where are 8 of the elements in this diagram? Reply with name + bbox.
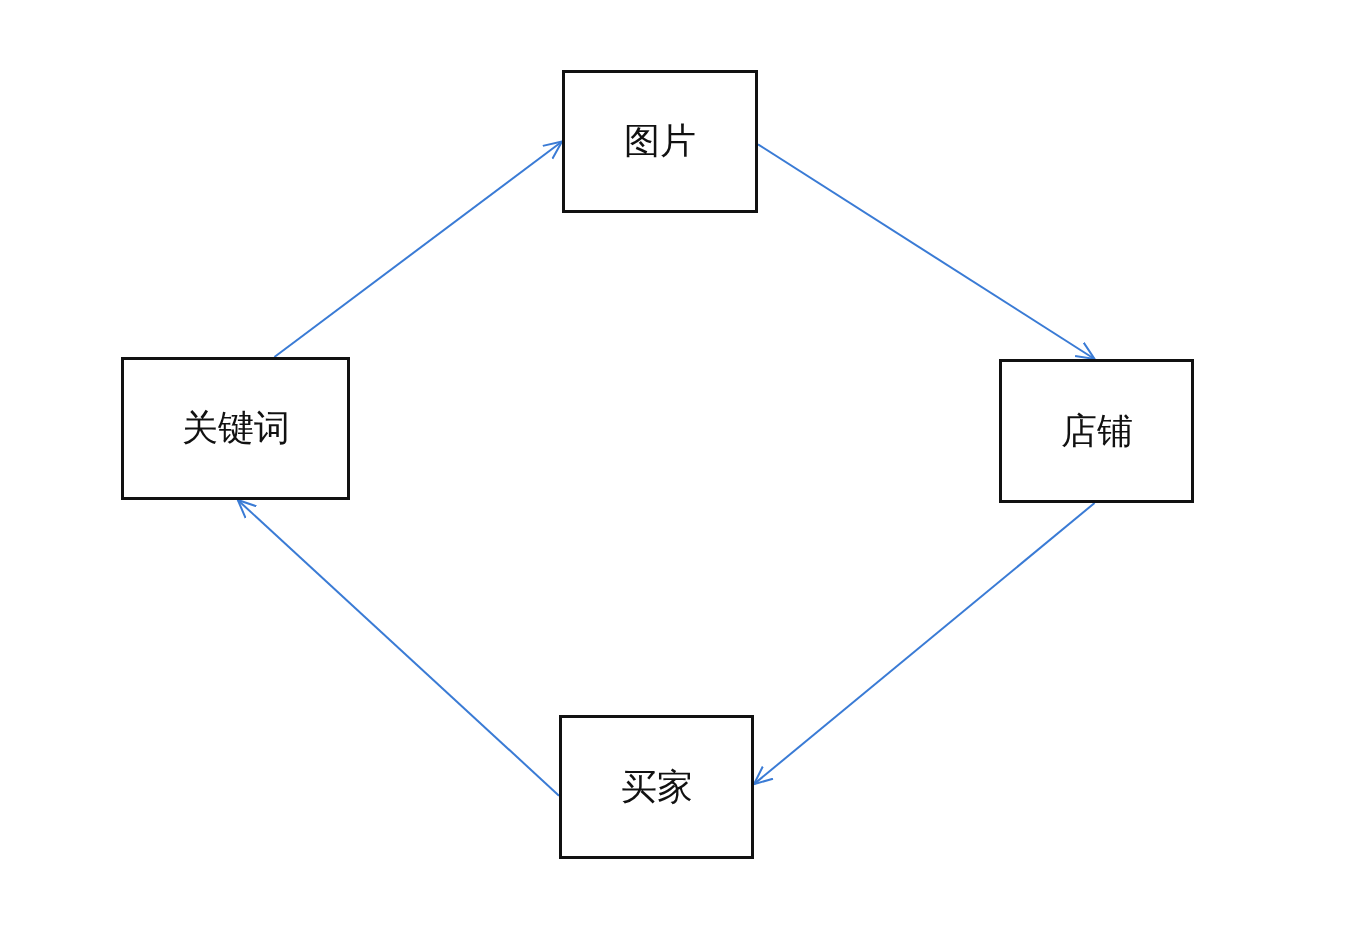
process-box: 店铺 bbox=[999, 359, 1194, 503]
arrow bbox=[236, 499, 560, 797]
process-box: 买家 bbox=[559, 715, 754, 859]
arrow bbox=[273, 140, 563, 358]
arrow bbox=[757, 143, 1096, 360]
process-box: 图片 bbox=[562, 70, 758, 213]
arrow bbox=[753, 502, 1096, 786]
process-box: 关键词 bbox=[121, 357, 350, 500]
